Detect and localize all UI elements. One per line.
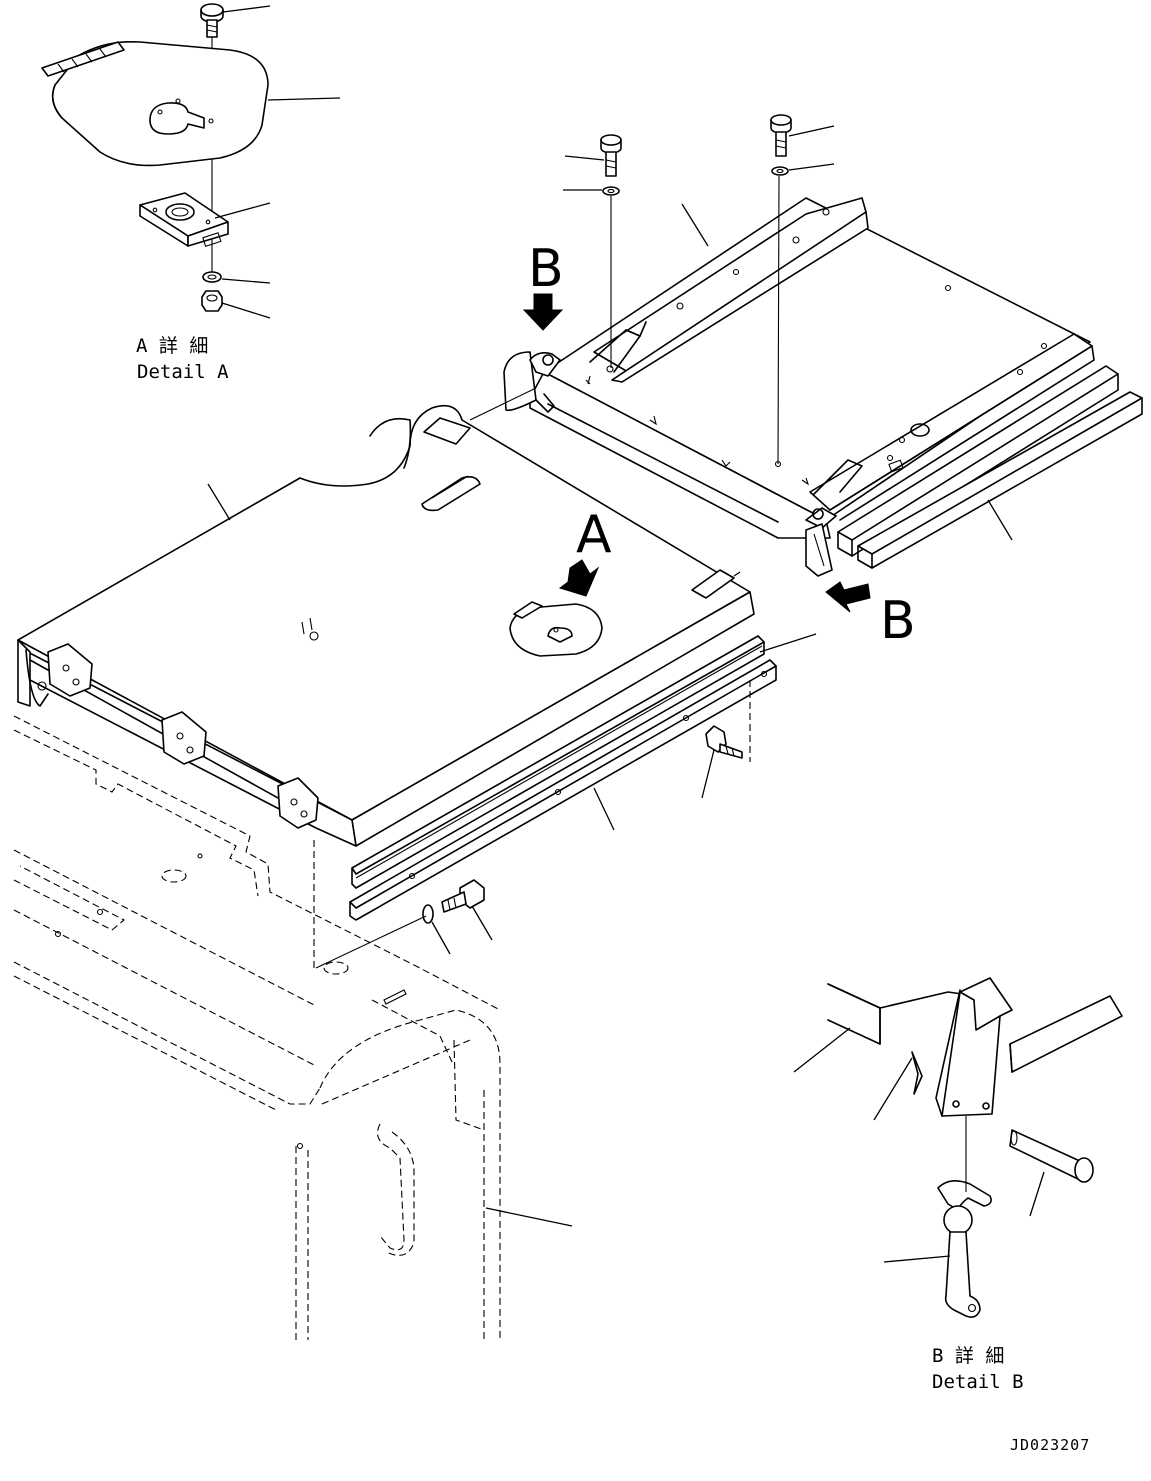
- callout-b-top: B: [528, 239, 564, 299]
- detail-b-title-ja: B 詳 細: [932, 1345, 1004, 1367]
- detail-a-bolt: [200, 3, 224, 38]
- detail-a-title-en: Detail A: [137, 361, 229, 383]
- frame-bolt-left: [563, 134, 622, 368]
- latch-b-left: [503, 351, 561, 413]
- detail-b-title-en: Detail B: [932, 1371, 1024, 1393]
- frame-panel: [469, 197, 1143, 577]
- callout-b-right: B: [880, 591, 916, 651]
- detail-b-assembly: B 詳 細 Detail B: [793, 977, 1123, 1393]
- detail-a-lock-bracket: [139, 192, 229, 247]
- detail-a-title-ja: A 詳 細: [136, 335, 208, 357]
- detail-a-nut: [201, 290, 223, 312]
- frame-bolt-right: [770, 114, 835, 465]
- detail-a-cover-plate: [41, 40, 269, 167]
- arrow-b-top: [522, 293, 564, 331]
- drawing-code: JD023207: [1010, 1436, 1090, 1454]
- arrow-b-right: [825, 581, 871, 613]
- detail-b-latch-handle: [937, 1180, 992, 1318]
- main-cover: [17, 404, 755, 847]
- cover-hinges: [25, 643, 319, 829]
- molding-strips: [349, 633, 817, 921]
- cover-lock-plate: [509, 601, 603, 657]
- callout-a: A: [576, 505, 612, 565]
- latch-b-right: [805, 507, 837, 577]
- side-rails: [837, 365, 1143, 569]
- cab-outline: [13, 715, 573, 1340]
- detail-b-pin: [1009, 1129, 1094, 1183]
- detail-a-assembly: A 詳 細 Detail A: [41, 3, 341, 383]
- molding-bolt-right: [701, 680, 751, 799]
- molding-bolt-left: [315, 879, 493, 969]
- arrow-a: [558, 559, 600, 597]
- detail-a-washer: [202, 271, 222, 283]
